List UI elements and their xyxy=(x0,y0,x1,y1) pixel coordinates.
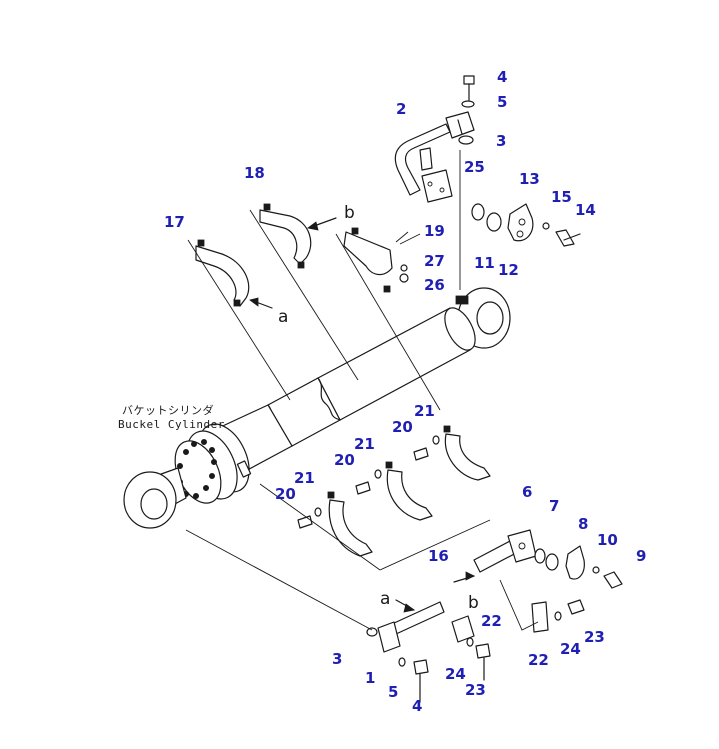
callout-2: 2 xyxy=(396,100,406,118)
callout-22-a: 22 xyxy=(481,612,502,630)
callout-20-a: 20 xyxy=(392,418,413,436)
upper-pipe xyxy=(343,75,581,293)
callout-17: 17 xyxy=(164,213,185,231)
callout-9: 9 xyxy=(636,547,646,565)
callout-23-a: 23 xyxy=(465,681,486,699)
callout-7: 7 xyxy=(549,497,559,515)
view-letters: a b a b xyxy=(278,203,479,613)
callout-27: 27 xyxy=(424,252,445,270)
callout-13: 13 xyxy=(519,170,540,188)
callout-8: 8 xyxy=(578,515,588,533)
callout-16: 16 xyxy=(428,547,449,565)
callout-1: 1 xyxy=(365,669,375,687)
callout-numbers: 4 5 2 3 25 18 13 15 14 17 19 27 26 11 12… xyxy=(164,68,646,715)
callout-21-b: 21 xyxy=(354,435,375,453)
callout-21-a: 21 xyxy=(414,402,435,420)
caption-japanese: バケットシリンダ xyxy=(122,403,214,417)
bucket-cylinder xyxy=(123,287,511,529)
callout-3-top: 3 xyxy=(496,132,506,150)
callout-12: 12 xyxy=(498,261,519,279)
callout-21-c: 21 xyxy=(294,469,315,487)
callout-4-top: 4 xyxy=(497,68,507,86)
callout-4-bottom: 4 xyxy=(412,697,422,715)
callout-25: 25 xyxy=(464,158,485,176)
view-letter-a-lower: a xyxy=(380,589,390,609)
callout-5-top: 5 xyxy=(497,93,507,111)
callout-3-bottom: 3 xyxy=(332,650,342,668)
callout-24-b: 24 xyxy=(560,640,581,658)
cylinder-caption: バケットシリンダ Buckel Cylinder xyxy=(118,403,225,431)
callout-10: 10 xyxy=(597,531,618,549)
view-letter-b-upper: b xyxy=(344,203,355,223)
view-letter-a-upper: a xyxy=(278,307,288,327)
callout-19: 19 xyxy=(424,222,445,240)
callout-14: 14 xyxy=(575,201,596,219)
leader-lines xyxy=(185,150,539,631)
caption-english: Buckel Cylinder xyxy=(118,418,225,431)
lower-clamps xyxy=(297,425,491,557)
view-letter-b-lower: b xyxy=(468,593,479,613)
callout-26: 26 xyxy=(424,276,445,294)
callout-23-b: 23 xyxy=(584,628,605,646)
lower-pipe xyxy=(366,529,623,703)
clamp-18 xyxy=(259,203,312,269)
callout-5-bottom: 5 xyxy=(388,683,398,701)
callout-20-c: 20 xyxy=(275,485,296,503)
callout-6: 6 xyxy=(522,483,532,501)
callout-15: 15 xyxy=(551,188,572,206)
callout-18: 18 xyxy=(244,164,265,182)
view-arrows xyxy=(249,217,475,613)
callout-22-b: 22 xyxy=(528,651,549,669)
clamp-17 xyxy=(195,239,250,307)
callout-20-b: 20 xyxy=(334,451,355,469)
callout-11: 11 xyxy=(474,254,495,272)
callout-24-a: 24 xyxy=(445,665,466,683)
